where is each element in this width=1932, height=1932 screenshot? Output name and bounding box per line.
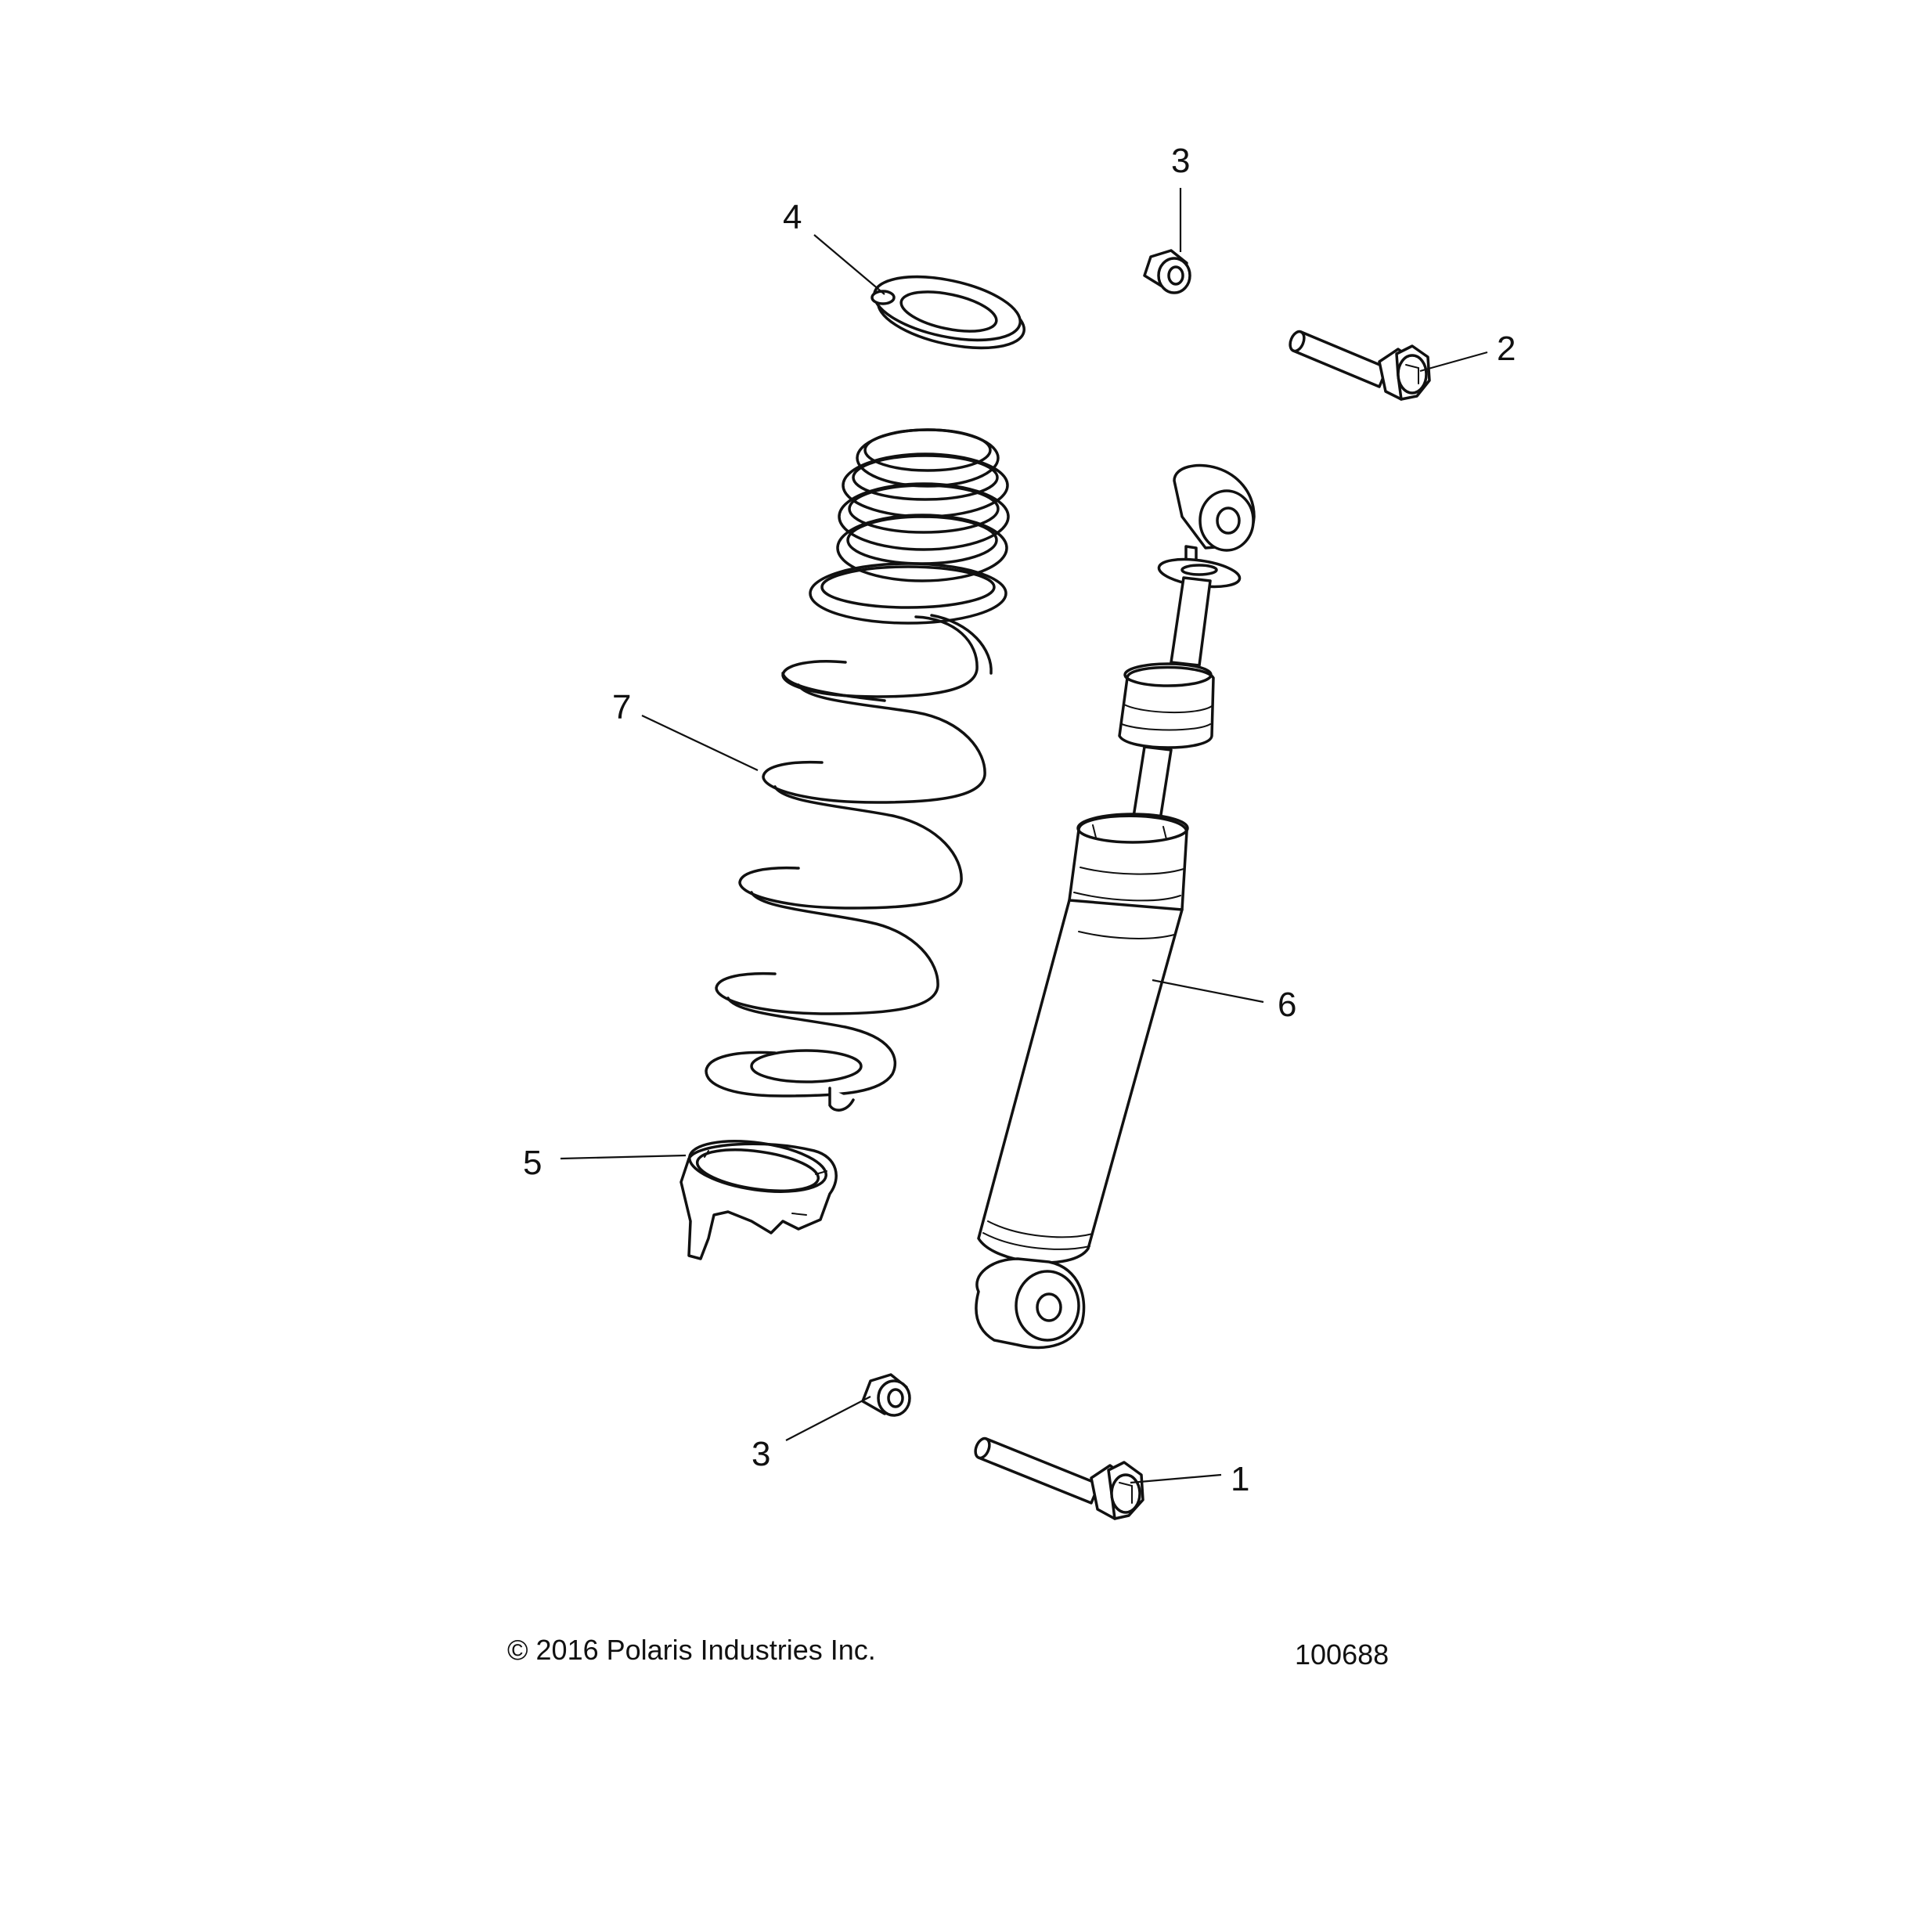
copyright-text: © 2016 Polaris Industries Inc. [507,1634,876,1666]
figure-number: 100688 [1295,1638,1389,1671]
callout-3-upper: 3 [1171,142,1190,180]
leader-2 [1419,351,1488,373]
callout-2: 2 [1497,330,1516,368]
bolt-lower [974,1436,1144,1520]
callout-4: 4 [783,198,802,236]
leader-4 [813,234,885,295]
callout-5: 5 [523,1144,542,1182]
coil-spring [705,428,1010,1112]
spring-seat-upper [870,275,1025,350]
callout-6: 6 [1278,986,1296,1024]
callout-1: 1 [1231,1460,1249,1498]
nut-lower [861,1373,911,1417]
nut-upper [1143,249,1191,294]
callout-7: 7 [612,688,631,726]
shock-absorber [975,463,1256,1350]
leader-3-lower [785,1396,871,1441]
spring-retainer-lower [679,1140,838,1260]
leader-1 [1130,1473,1222,1484]
leader-7 [641,715,759,771]
leader-5 [560,1154,687,1160]
callout-3-lower: 3 [752,1435,770,1473]
bolt-upper [1289,330,1431,401]
leader-6 [1152,979,1264,1004]
